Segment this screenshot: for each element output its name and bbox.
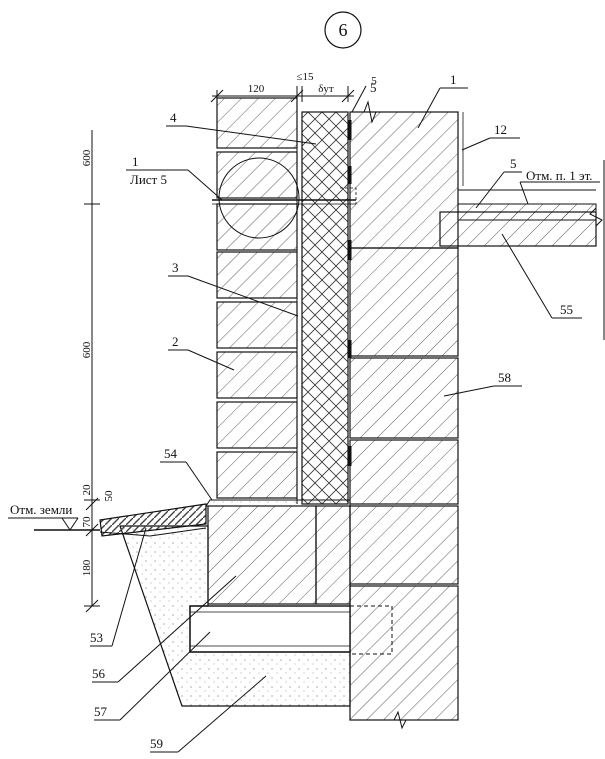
svg-text:12: 12 (494, 122, 507, 137)
ground-level-label: Отм. земли (10, 502, 72, 517)
drip-sill (205, 499, 351, 507)
label-5-sealant: 5 (370, 80, 377, 95)
label-1: 1 (417, 72, 468, 129)
label-5-floor: 5 (475, 156, 522, 209)
facing-brickwork (216, 97, 298, 499)
svg-text:53: 53 (90, 630, 103, 645)
svg-text:56: 56 (92, 666, 106, 681)
blind-area (99, 503, 207, 537)
dim-gap: ≤15 (296, 71, 314, 83)
svg-text:59: 59 (150, 736, 163, 751)
dim-50: 50 (103, 490, 115, 502)
horizontal-dimensions (210, 86, 355, 103)
svg-text:1: 1 (450, 72, 457, 87)
floor-level-mark: Отм. п. 1 эт. (519, 168, 600, 205)
break-mark-slab (589, 204, 603, 246)
ground-level-mark: Отм. земли (8, 502, 79, 531)
dim-20: 20 (81, 484, 93, 496)
dim-70: 70 (81, 516, 93, 528)
label-3: 3 (168, 260, 299, 317)
label-58: 58 (443, 370, 522, 397)
sheet-number: 6 (339, 20, 348, 40)
svg-text:54: 54 (164, 446, 178, 461)
svg-text:4: 4 (170, 110, 177, 125)
label-57: 57 (94, 631, 211, 721)
vertical-dimensions (84, 130, 100, 613)
label-2: 2 (168, 334, 235, 371)
break-mark-bottom (350, 710, 458, 730)
label-55: 55 (501, 233, 582, 319)
label-12: 12 (461, 122, 520, 151)
svg-text:57: 57 (94, 704, 108, 719)
svg-text:5: 5 (370, 80, 377, 95)
label-53: 53 (90, 527, 147, 647)
floor-slab (439, 211, 597, 247)
sheet-callout: 1 Лист 5 (126, 154, 223, 201)
dim-120: 120 (248, 83, 265, 95)
svg-text:58: 58 (498, 370, 511, 385)
foundation-beam (189, 605, 351, 653)
finish-layer-12 (457, 112, 596, 191)
dim-600-upper: 600 (81, 149, 93, 166)
dim-5: 5 (371, 75, 377, 87)
svg-text:55: 55 (560, 302, 573, 317)
dim-180: 180 (81, 559, 93, 576)
dim-insulation: δут (318, 83, 334, 95)
dim-600-lower: 600 (81, 341, 93, 358)
plinth-blocks (207, 505, 351, 605)
svg-text:5: 5 (510, 156, 517, 171)
thermal-insulation (301, 111, 349, 505)
floor-level-label: Отм. п. 1 эт. (526, 168, 593, 183)
label-4: 4 (166, 110, 317, 145)
callout-number: 1 (132, 154, 139, 169)
label-56: 56 (92, 575, 237, 683)
sheet-number-marker: 6 (324, 11, 362, 49)
callout-sheet-ref: Лист 5 (130, 172, 167, 187)
label-54: 54 (160, 446, 213, 501)
break-mark-top (350, 100, 458, 124)
foundation-blocks (349, 247, 459, 721)
svg-text:2: 2 (172, 334, 179, 349)
svg-text:3: 3 (172, 260, 179, 275)
label-59: 59 (150, 675, 267, 753)
